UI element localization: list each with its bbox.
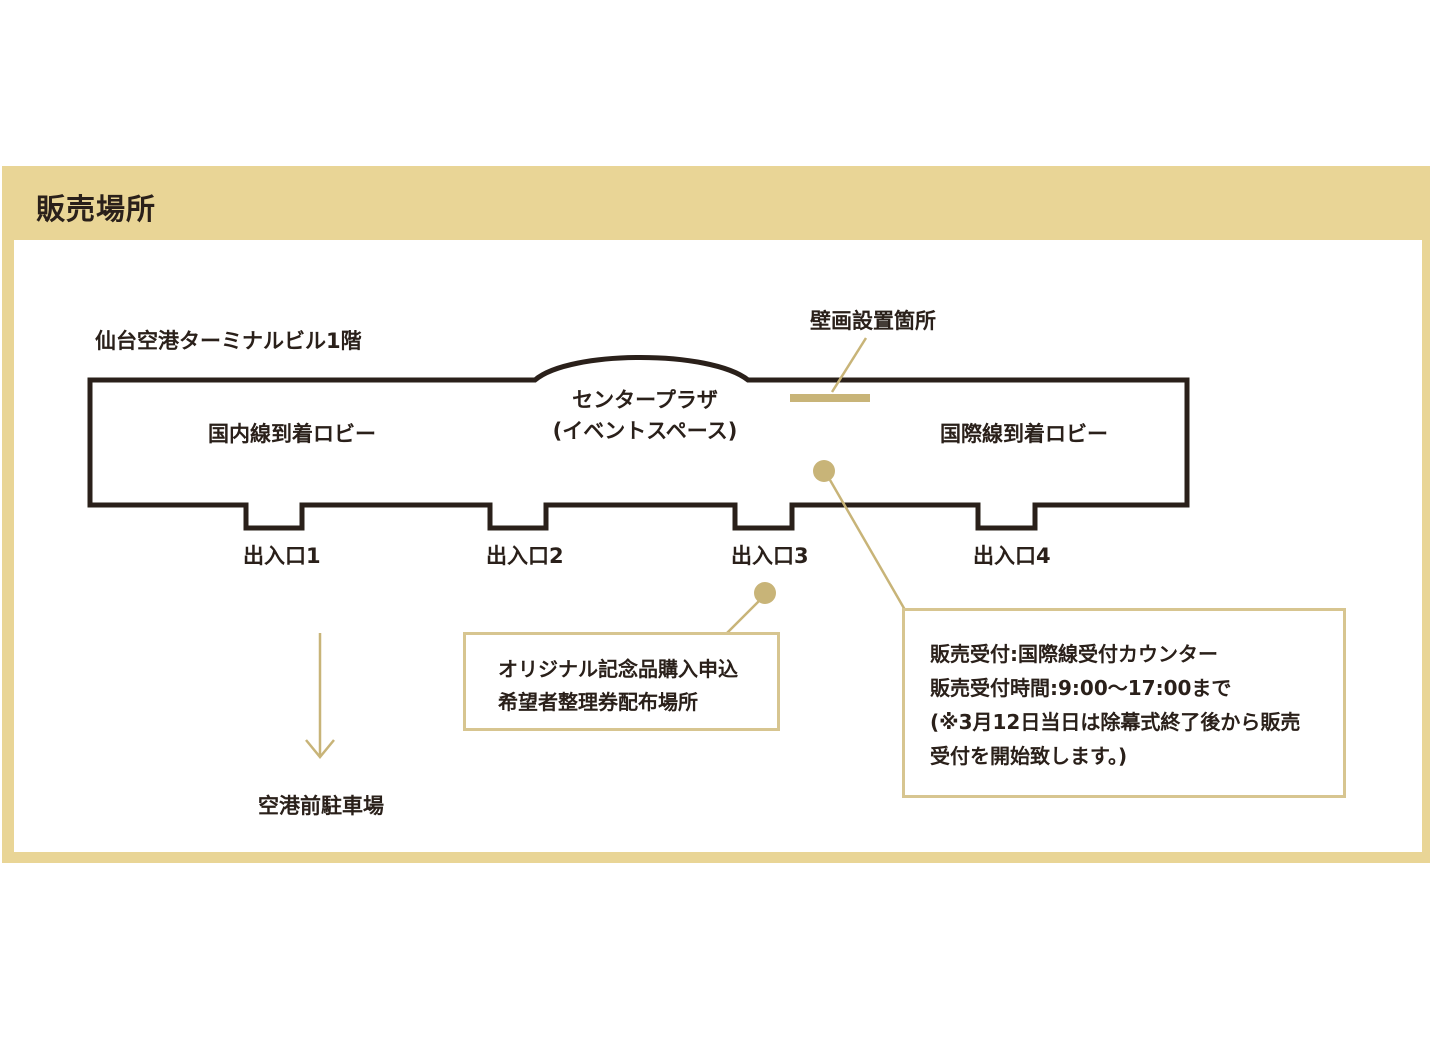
building-title: 仙台空港ターミナルビル1階	[95, 329, 362, 353]
location-dot-icon	[813, 460, 835, 482]
sales-counter-line: 販売受付:国際線受付カウンター	[930, 642, 1218, 666]
center-plaza-name: センタープラザ	[572, 388, 718, 412]
sales-note-line-1: (※3月12日当日は除幕式終了後から販売	[930, 710, 1301, 734]
sales-hours-line: 販売受付時間:9:00〜17:00まで	[930, 676, 1232, 700]
international-arrival-lobby-label: 国際線到着ロビー	[940, 422, 1108, 446]
sales-note-line-2: 受付を開始致します。)	[930, 744, 1128, 768]
sales-info-callout: 販売受付:国際線受付カウンター 販売受付時間:9:00〜17:00まで (※3月…	[902, 608, 1346, 798]
domestic-arrival-lobby-label: 国内線到着ロビー	[208, 422, 376, 446]
location-dot-icon	[754, 582, 776, 604]
exit-4-label: 出入口4	[973, 544, 1051, 568]
arrow-down-icon	[305, 633, 335, 759]
voucher-line-1: オリジナル記念品購入申込	[498, 657, 738, 681]
center-plaza-subtitle: (イベントスペース)	[552, 419, 738, 443]
mural-label: 壁画設置箇所	[810, 309, 936, 333]
exit-3-label: 出入口3	[731, 544, 809, 568]
voucher-line-2: 希望者整理券配布場所	[498, 690, 698, 714]
terminal-building-outline	[87, 355, 1190, 531]
exit-1-label: 出入口1	[243, 544, 321, 568]
parking-label: 空港前駐車場	[258, 794, 384, 818]
sales-leader-line	[828, 479, 907, 611]
mural-leader-line	[830, 337, 868, 393]
voucher-leader-line	[726, 600, 760, 634]
section-title: 販売場所	[36, 192, 157, 226]
center-plaza-label: センタープラザ (イベントスペース)	[545, 385, 745, 447]
exit-2-label: 出入口2	[486, 544, 564, 568]
voucher-distribution-callout: オリジナル記念品購入申込 希望者整理券配布場所	[463, 632, 780, 731]
